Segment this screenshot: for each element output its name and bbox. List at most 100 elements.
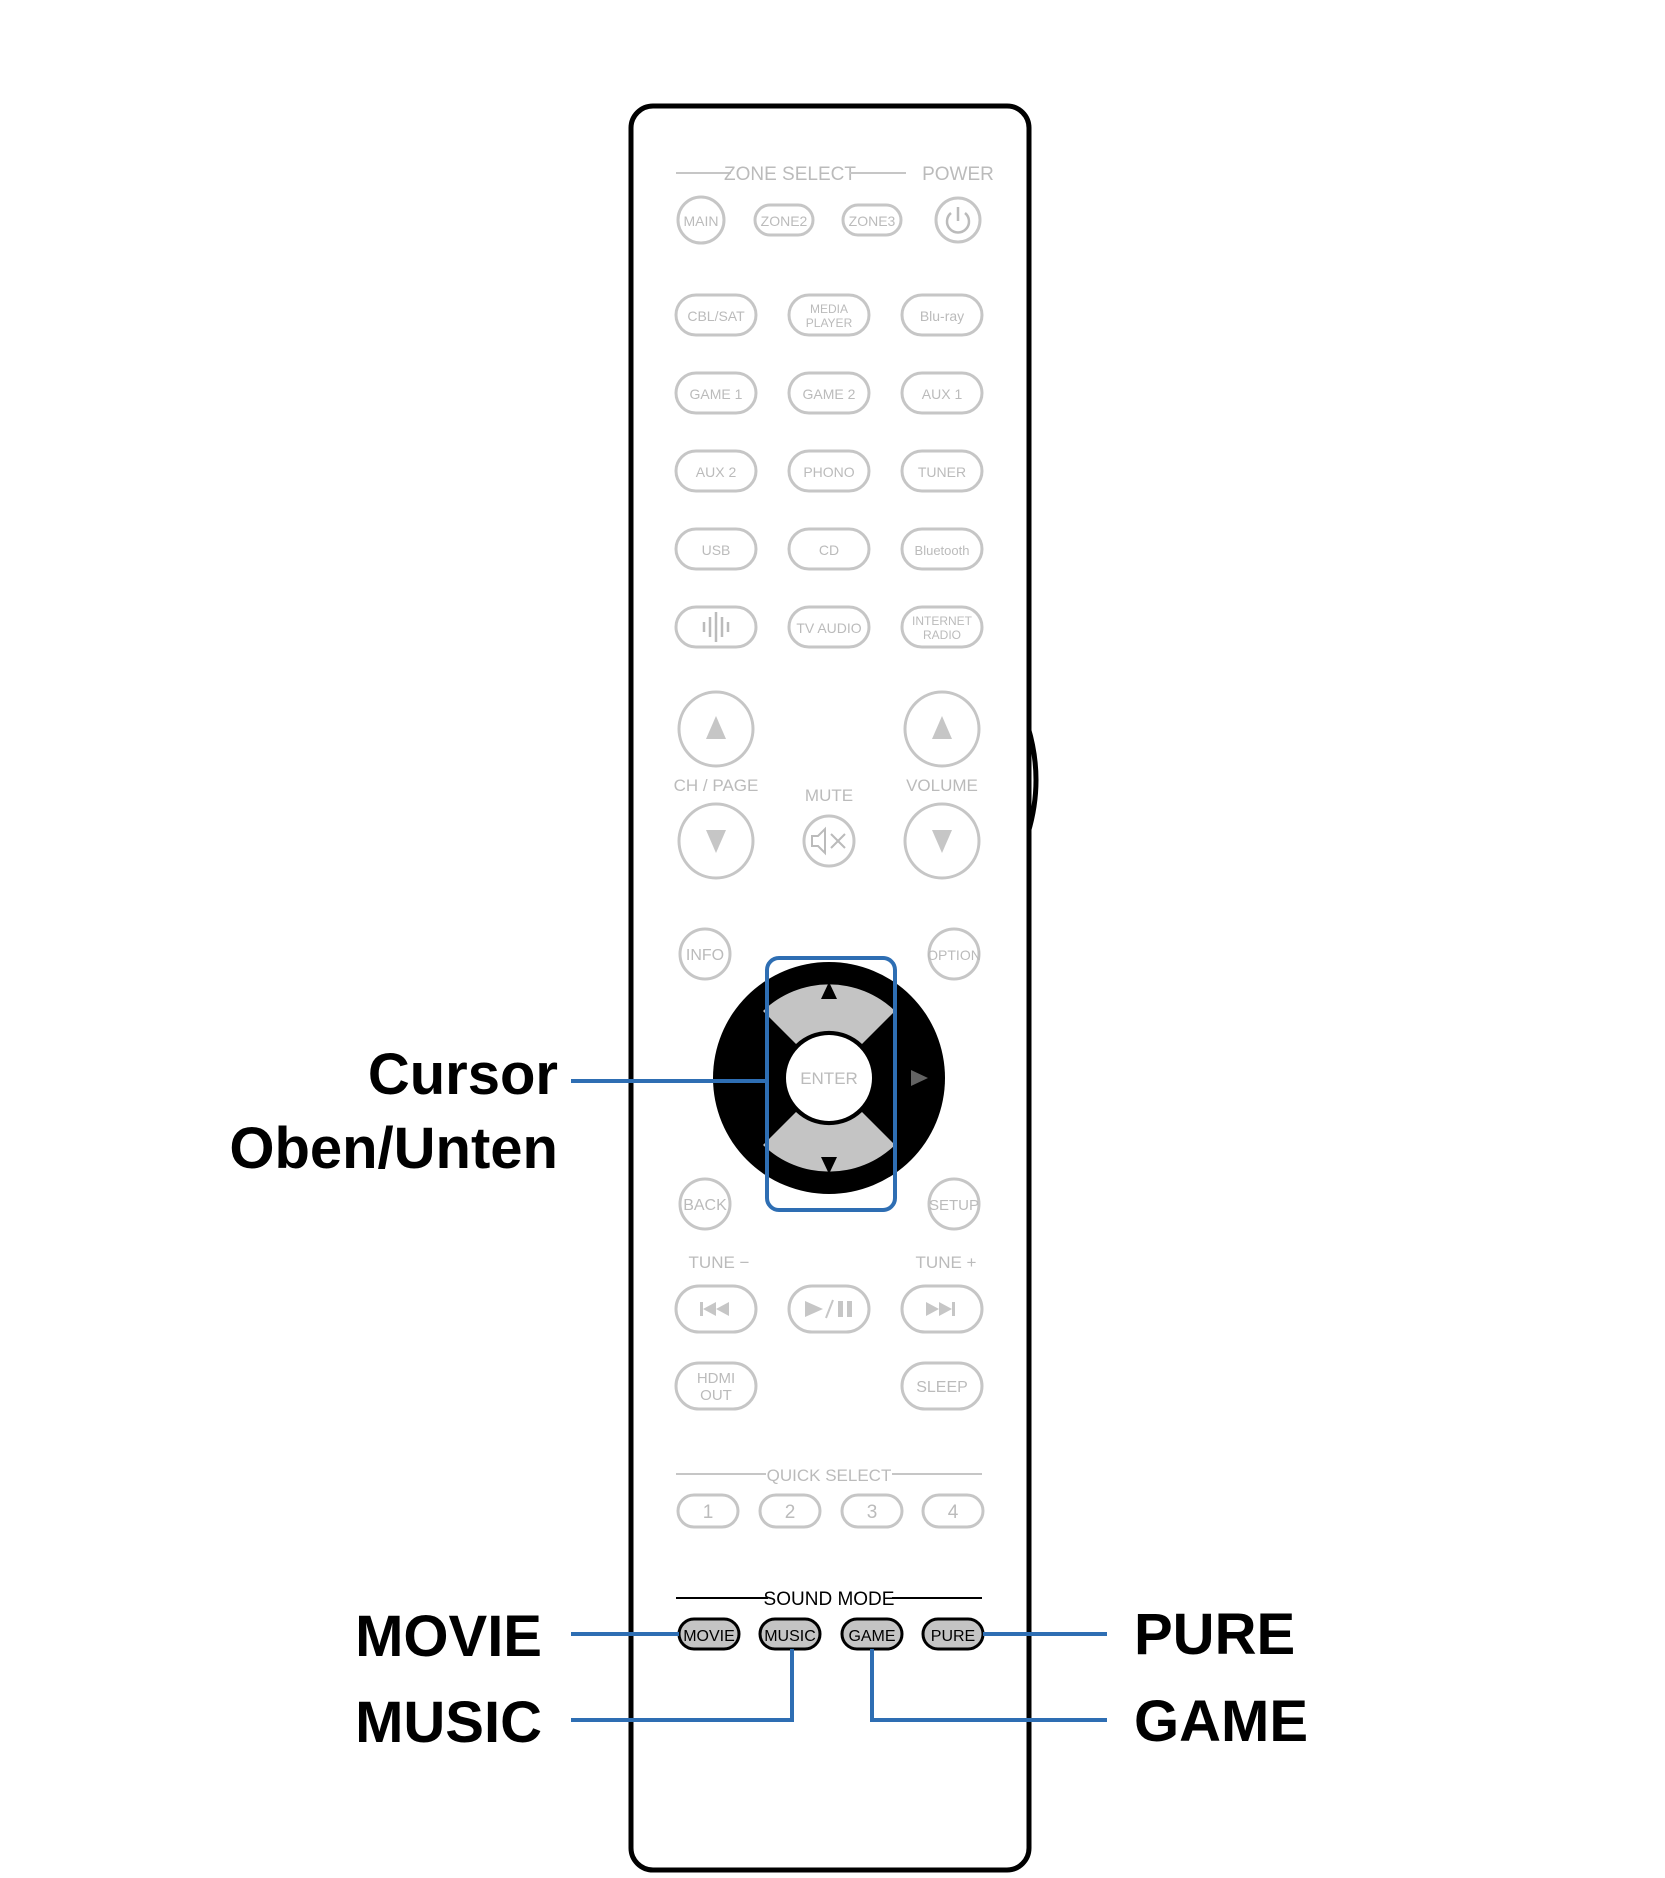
svg-text:ZONE3: ZONE3 <box>849 213 896 229</box>
svg-text:MAIN: MAIN <box>684 213 719 229</box>
svg-text:PHONO: PHONO <box>803 464 854 480</box>
svg-text:USB: USB <box>702 542 731 558</box>
zone2-button[interactable]: ZONE2 <box>753 203 815 237</box>
input-aux2-button[interactable]: AUX 2 <box>674 449 758 493</box>
svg-text:OPTION: OPTION <box>927 947 981 963</box>
svg-text:Blu-ray: Blu-ray <box>920 308 964 324</box>
quick-select-1-button[interactable]: 1 <box>676 1493 740 1529</box>
svg-text:HDMI: HDMI <box>697 1370 735 1387</box>
svg-text:GAME 1: GAME 1 <box>690 386 743 402</box>
input-bluetooth-button[interactable]: Bluetooth <box>900 527 984 571</box>
play-pause-button[interactable] <box>787 1284 871 1334</box>
svg-text:GAME 2: GAME 2 <box>803 386 856 402</box>
tune-plus-label: TUNE + <box>916 1253 977 1272</box>
play-pause-icon <box>805 1299 852 1319</box>
main-button[interactable]: MAIN <box>676 195 726 245</box>
svg-text:ZONE2: ZONE2 <box>761 213 808 229</box>
sound-mode-label: SOUND MODE <box>764 1589 895 1610</box>
mute-button[interactable] <box>802 814 856 868</box>
volume-up-button[interactable] <box>903 690 981 768</box>
quick-select-3-button[interactable]: 3 <box>840 1493 904 1529</box>
input-usb-button[interactable]: USB <box>674 527 758 571</box>
cursor-up-button[interactable] <box>763 984 895 1044</box>
tune-minus-label: TUNE − <box>689 1253 750 1272</box>
input-cd-button[interactable]: CD <box>787 527 871 571</box>
svg-text:OUT: OUT <box>700 1387 732 1404</box>
power-button[interactable] <box>934 196 982 244</box>
input-phono-button[interactable]: PHONO <box>787 449 871 493</box>
svg-text:TUNER: TUNER <box>918 464 966 480</box>
svg-text:MUSIC: MUSIC <box>764 1628 816 1645</box>
setup-button[interactable]: SETUP <box>927 1177 981 1231</box>
svg-text:INTERNET: INTERNET <box>912 614 973 628</box>
input-internet-radio-button[interactable]: INTERNET RADIO <box>900 605 984 649</box>
power-label: POWER <box>922 164 994 185</box>
triangle-down-icon <box>932 830 952 853</box>
cursor-down-triangle-icon <box>821 1157 837 1174</box>
svg-text:TV AUDIO: TV AUDIO <box>796 620 861 636</box>
cursor-label-line1: Cursor <box>368 1042 558 1107</box>
music-callout-line <box>571 1649 794 1722</box>
movie-label: MOVIE <box>355 1604 542 1669</box>
sound-mode-pure-button[interactable]: PURE <box>921 1617 985 1651</box>
input-cbl-sat-button[interactable]: CBL/SAT <box>674 293 758 337</box>
ch-page-up-button[interactable] <box>677 690 755 768</box>
svg-text:PURE: PURE <box>931 1628 975 1645</box>
previous-button[interactable] <box>674 1284 758 1334</box>
quick-select-label: QUICK SELECT <box>767 1466 892 1485</box>
zone3-button[interactable]: ZONE3 <box>841 203 903 237</box>
svg-text:RADIO: RADIO <box>923 628 961 642</box>
svg-text:4: 4 <box>948 1502 959 1523</box>
cursor-pad: ENTER <box>713 962 945 1194</box>
sound-mode-movie-button[interactable]: MOVIE <box>677 1617 741 1651</box>
option-button[interactable]: OPTION <box>927 927 981 981</box>
sound-mode-game-button[interactable]: GAME <box>840 1617 904 1651</box>
zone-select-label: ZONE SELECT <box>724 164 856 185</box>
back-button[interactable]: BACK <box>678 1177 732 1231</box>
svg-text:CD: CD <box>819 542 839 558</box>
input-tv-audio-button[interactable]: TV AUDIO <box>787 605 871 649</box>
svg-text:CBL/SAT: CBL/SAT <box>687 308 745 324</box>
game-callout-line <box>870 1649 1107 1722</box>
svg-text:BACK: BACK <box>683 1197 727 1214</box>
svg-text:INFO: INFO <box>686 947 724 964</box>
cursor-up-triangle-icon <box>821 982 837 999</box>
input-heos-button[interactable] <box>674 605 758 649</box>
svg-text:AUX 1: AUX 1 <box>922 386 963 402</box>
input-media-player-button[interactable]: MEDIA PLAYER <box>787 293 871 337</box>
svg-text:SETUP: SETUP <box>929 1197 979 1214</box>
input-bluray-button[interactable]: Blu-ray <box>900 293 984 337</box>
input-aux1-button[interactable]: AUX 1 <box>900 371 984 415</box>
mute-icon <box>811 826 846 856</box>
svg-text:PLAYER: PLAYER <box>806 316 853 330</box>
svg-text:AUX 2: AUX 2 <box>696 464 737 480</box>
game-label: GAME <box>1134 1689 1308 1754</box>
hdmi-out-button[interactable]: HDMI OUT <box>674 1361 758 1411</box>
svg-text:ENTER: ENTER <box>800 1069 858 1088</box>
triangle-up-icon <box>706 716 726 739</box>
input-game2-button[interactable]: GAME 2 <box>787 371 871 415</box>
music-label: MUSIC <box>355 1690 542 1755</box>
next-button[interactable] <box>900 1284 984 1334</box>
sleep-button[interactable]: SLEEP <box>900 1361 984 1411</box>
svg-text:2: 2 <box>785 1502 796 1523</box>
skip-back-icon <box>700 1302 729 1316</box>
ch-page-down-button[interactable] <box>677 802 755 880</box>
mute-label: MUTE <box>805 786 853 805</box>
input-game1-button[interactable]: GAME 1 <box>674 371 758 415</box>
info-button[interactable]: INFO <box>678 927 732 981</box>
svg-text:MEDIA: MEDIA <box>810 302 848 316</box>
svg-text:SLEEP: SLEEP <box>916 1379 968 1396</box>
volume-down-button[interactable] <box>903 802 981 880</box>
svg-text:GAME: GAME <box>848 1628 895 1645</box>
heos-icon <box>702 612 730 642</box>
input-tuner-button[interactable]: TUNER <box>900 449 984 493</box>
enter-button[interactable]: ENTER <box>786 1035 872 1121</box>
sound-mode-music-button[interactable]: MUSIC <box>758 1617 822 1651</box>
quick-select-2-button[interactable]: 2 <box>758 1493 822 1529</box>
triangle-down-icon <box>706 830 726 853</box>
quick-select-4-button[interactable]: 4 <box>921 1493 985 1529</box>
svg-text:3: 3 <box>867 1502 878 1523</box>
cursor-down-button[interactable] <box>763 1112 895 1172</box>
skip-forward-icon <box>926 1302 955 1316</box>
